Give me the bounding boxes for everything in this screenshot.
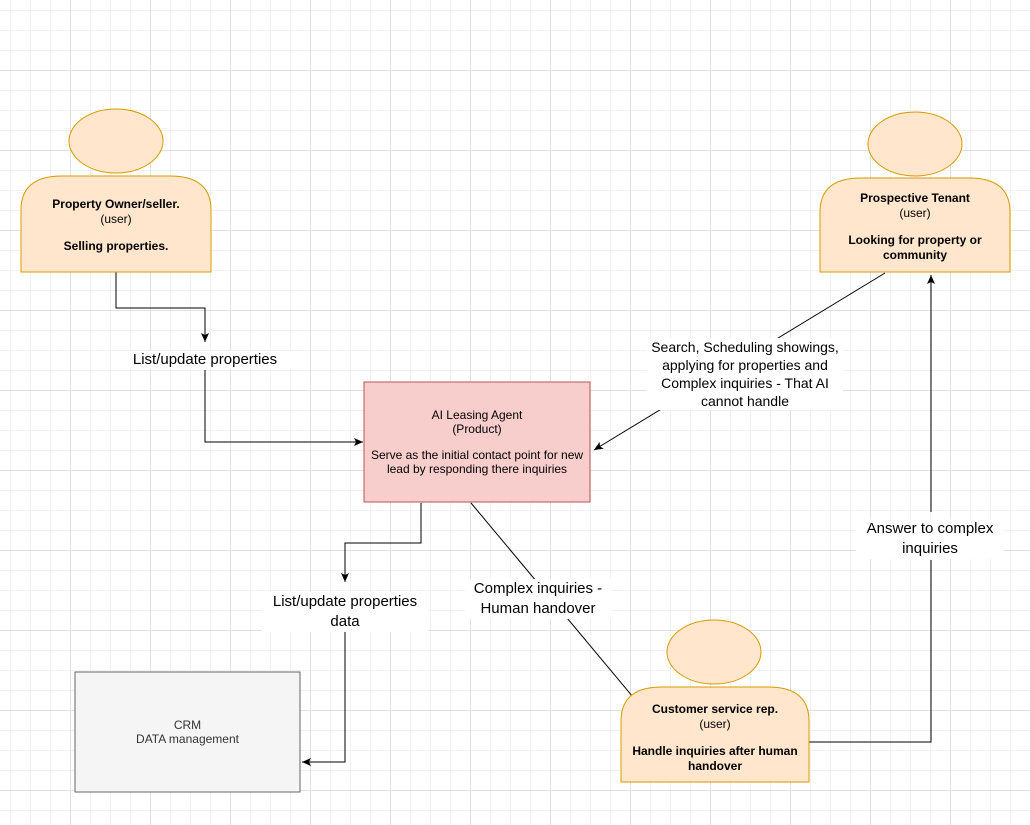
edge-label-line: cannot handle: [701, 393, 789, 409]
edge-label-line: Search, Scheduling showings,: [651, 339, 839, 355]
agent-desc-line2: lead by responding there inquiries: [386, 462, 568, 476]
actor-customer-service-rep[interactable]: [620, 619, 810, 783]
edge-agent-to-crm-upper[interactable]: [341, 503, 422, 582]
rep-role: (user): [699, 717, 731, 731]
tenant-name: Prospective Tenant: [860, 191, 970, 205]
edge-label-line: Complex inquiries -: [473, 580, 603, 597]
owner-desc: Selling properties.: [63, 238, 169, 253]
agent-name: AI Leasing Agent: [431, 408, 523, 422]
actor-prospective-tenant[interactable]: [819, 111, 1011, 273]
edge-label-line: List/update properties: [272, 593, 418, 610]
edge-label-crm-data: List/update properties data: [262, 592, 428, 632]
actor-body: [20, 175, 212, 273]
tenant-desc-line2: community: [882, 248, 947, 262]
edge-label-list-update-properties: List/update properties: [118, 351, 292, 369]
rep-label: Customer service rep. (user) Handle inqu…: [621, 697, 809, 779]
owner-name: Property Owner/seller.: [52, 196, 180, 211]
edge-label-answer-complex: Answer to complex inquiries: [856, 519, 1004, 559]
edge-label-human-handover: Complex inquiries - Human handover: [465, 579, 611, 619]
owner-label: Property Owner/seller. (user) Selling pr…: [21, 190, 211, 260]
actor-body: [819, 177, 1011, 273]
ai-leasing-agent-box[interactable]: [363, 381, 591, 503]
edge-label-tenant-requests: Search, Scheduling showings, applying fo…: [647, 338, 843, 410]
edge-label-line: inquiries: [902, 540, 958, 557]
edge-agent-to-crm-lower[interactable]: [302, 632, 346, 766]
edge-label-line: applying for properties and: [662, 357, 828, 373]
edge-label-line: Answer to complex: [866, 520, 994, 537]
actor-head: [666, 619, 762, 685]
crm-name: CRM: [173, 718, 202, 732]
edge-rep-to-tenant-lower[interactable]: [809, 560, 932, 743]
edge-owner-to-agent-upper[interactable]: [115, 272, 209, 342]
actor-body: [620, 686, 810, 783]
owner-role: (user): [100, 211, 132, 226]
crm-box[interactable]: [74, 671, 301, 793]
rep-desc-line2: handover: [687, 759, 742, 773]
rep-desc-line1: Handle inquiries after human: [632, 744, 798, 758]
edge-owner-to-agent-lower[interactable]: [204, 370, 363, 446]
edge-label-line: data: [330, 613, 360, 630]
tenant-desc-line1: Looking for property or: [848, 233, 982, 247]
actor-head: [68, 108, 164, 174]
crm-desc: DATA management: [136, 732, 239, 746]
tenant-label: Prospective Tenant (user) Looking for pr…: [820, 186, 1010, 268]
crm-label: CRM DATA management: [75, 712, 300, 752]
agent-label: AI Leasing Agent (Product) Serve as the …: [364, 400, 590, 484]
edge-label-line: Complex inquiries - That AI: [661, 375, 829, 391]
edge-label-line: Human handover: [480, 600, 596, 617]
edge-label-text: List/update properties: [132, 351, 278, 368]
agent-desc-line1: Serve as the initial contact point for n…: [370, 448, 584, 462]
tenant-role: (user): [899, 206, 931, 220]
agent-role: (Product): [452, 422, 502, 436]
actor-property-owner[interactable]: [20, 108, 212, 273]
actor-head: [867, 111, 963, 177]
rep-name: Customer service rep.: [651, 702, 779, 716]
